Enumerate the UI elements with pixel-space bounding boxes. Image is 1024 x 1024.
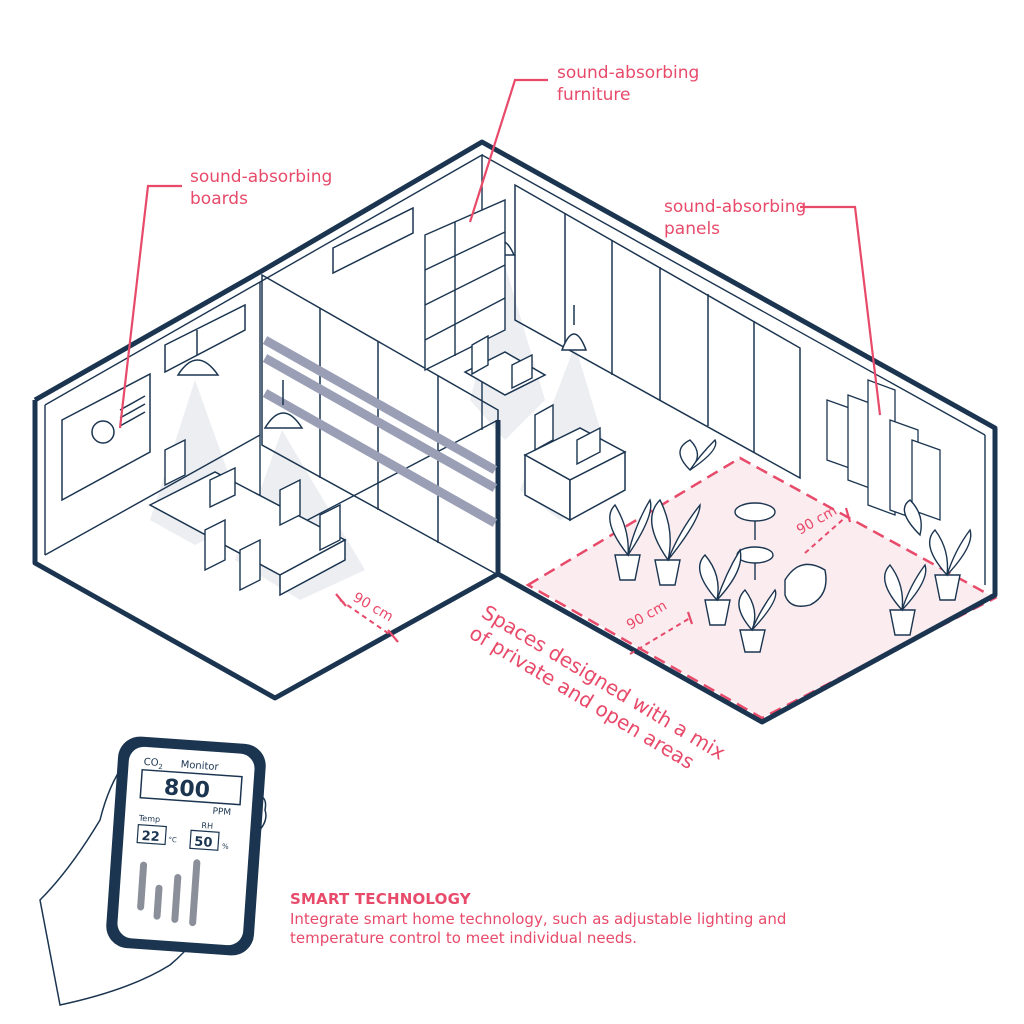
smart-technology-body: Integrate smart home technology, such as… (290, 910, 787, 947)
rh-value: 50 (194, 835, 213, 851)
callout-furniture: sound-absorbing furniture (557, 62, 699, 106)
dimension-markers (339, 514, 849, 655)
callout-panels-line2: panels (664, 219, 721, 239)
co2-value: 800 (163, 775, 211, 803)
bookshelf (424, 198, 506, 372)
desks (148, 351, 627, 597)
sound-absorbing-panels (826, 379, 941, 521)
chairs (164, 334, 554, 592)
sound-absorbing-board (61, 372, 151, 502)
temp-value: 22 (141, 829, 160, 845)
rh-unit: % (222, 843, 230, 851)
dimension-ticks (335, 507, 852, 643)
plants (609, 438, 972, 653)
callout-boards-line1: sound-absorbing (190, 167, 333, 187)
callout-panels-line1: sound-absorbing (664, 197, 807, 217)
temp-label: Temp (138, 814, 161, 825)
air-conditioners (164, 206, 414, 374)
callout-furniture-line1: sound-absorbing (557, 63, 700, 83)
glass-stripes (262, 336, 498, 527)
callout-boards-line2: boards (190, 189, 248, 209)
phone-screen: CO2 Monitor 800 PPM Temp 22 °C RH 50 % (136, 757, 243, 927)
dimension-left-room: 90 cm (350, 590, 396, 626)
callout-boards: sound-absorbing boards (190, 166, 332, 210)
pendant-lamps (176, 215, 588, 429)
rh-label: RH (201, 821, 213, 831)
callout-furniture-line2: furniture (557, 85, 631, 105)
lounge-tables (734, 502, 827, 607)
co2-unit: PPM (212, 807, 231, 818)
monitors (209, 353, 601, 509)
co2-label: CO2 (143, 757, 163, 771)
monitor-label: Monitor (180, 759, 220, 773)
callout-panels: sound-absorbing panels (664, 196, 806, 240)
window-panels (514, 183, 801, 480)
callout-leaders (118, 78, 882, 429)
temp-unit: °C (168, 836, 177, 845)
smart-technology-title: SMART TECHNOLOGY (290, 890, 471, 908)
phone-bars (137, 859, 201, 927)
